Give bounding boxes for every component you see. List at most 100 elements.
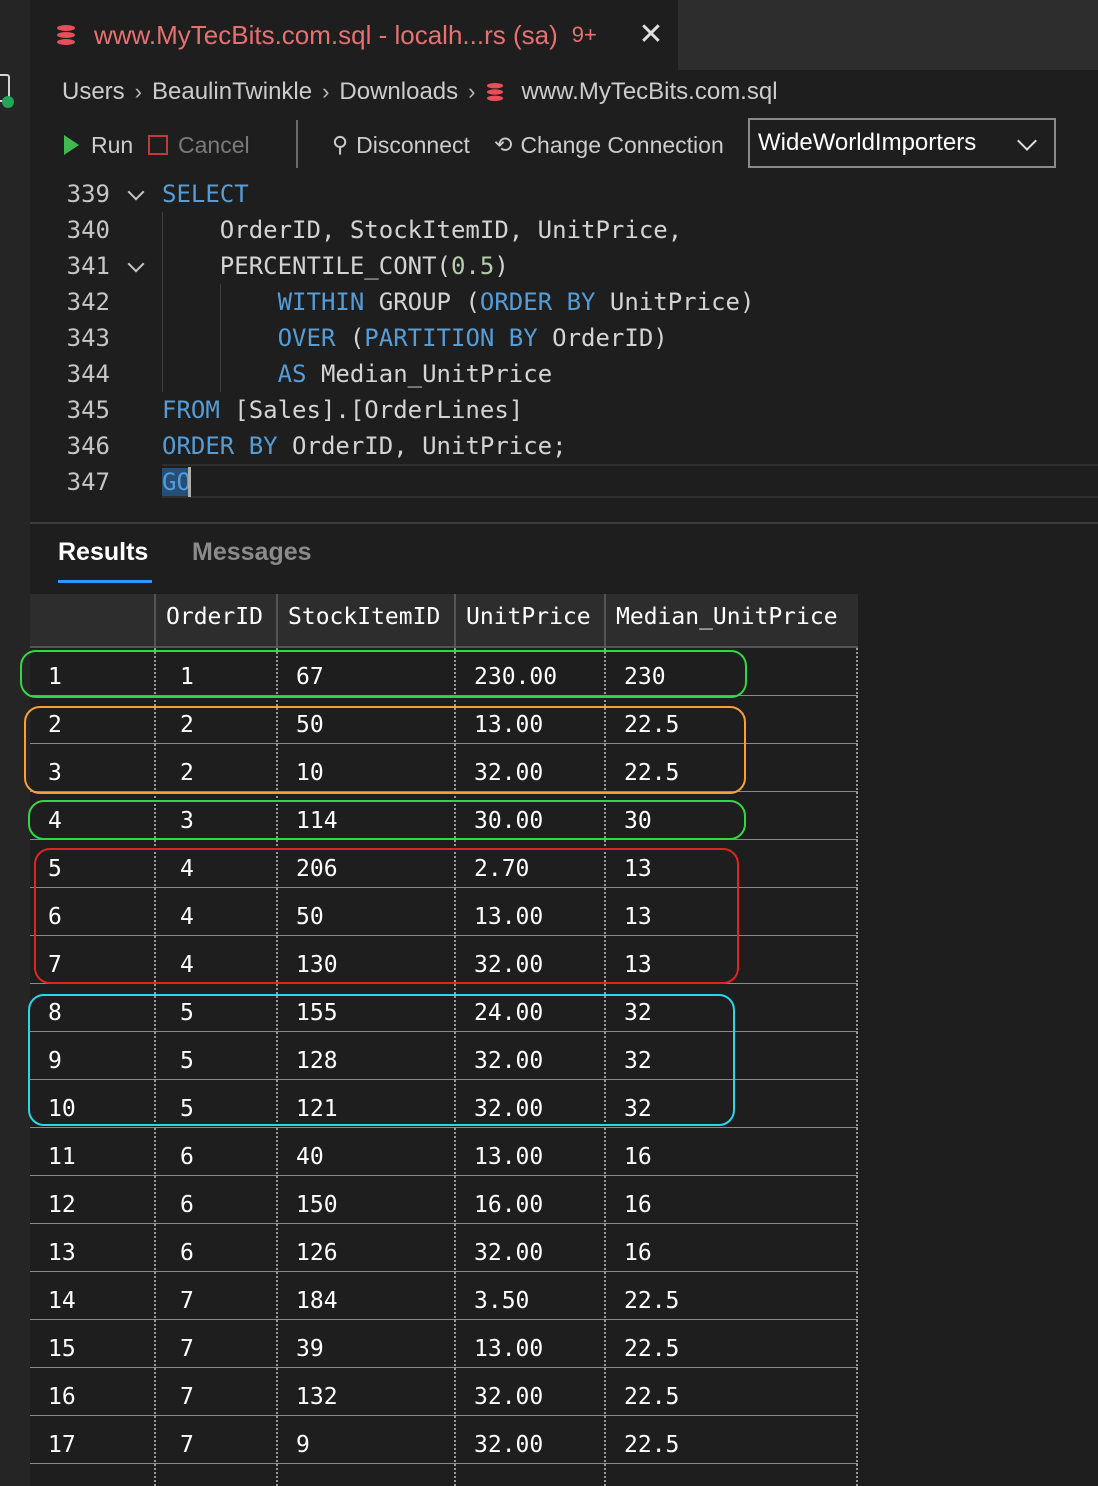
code-line[interactable]: 340 OrderID, StockItemID, UnitPrice, bbox=[30, 212, 1098, 248]
table-cell[interactable]: 230.00 bbox=[474, 664, 558, 690]
table-cell[interactable]: 126 bbox=[296, 1240, 338, 1266]
table-cell[interactable]: 50 bbox=[296, 712, 324, 738]
table-cell[interactable]: 39 bbox=[296, 1336, 324, 1362]
table-cell[interactable]: 50 bbox=[296, 904, 324, 930]
table-cell[interactable]: 132 bbox=[296, 1384, 338, 1410]
column-header[interactable] bbox=[30, 594, 154, 648]
table-cell[interactable]: 5 bbox=[180, 1048, 194, 1074]
run-button[interactable]: Run bbox=[64, 128, 133, 162]
table-cell[interactable]: 13.00 bbox=[474, 712, 544, 738]
column-header[interactable]: OrderID bbox=[154, 594, 276, 648]
table-cell[interactable]: 16 bbox=[624, 1240, 652, 1266]
table-cell[interactable]: 32.00 bbox=[474, 1048, 544, 1074]
table-cell[interactable]: 184 bbox=[296, 1288, 338, 1314]
table-cell[interactable]: 150 bbox=[296, 1192, 338, 1218]
table-cell[interactable]: 13 bbox=[624, 952, 652, 978]
table-cell[interactable]: 32.00 bbox=[474, 1384, 544, 1410]
cancel-button[interactable]: Cancel bbox=[148, 128, 250, 162]
tab-messages[interactable]: Messages bbox=[192, 538, 312, 566]
column-header[interactable]: UnitPrice bbox=[454, 594, 604, 648]
table-cell[interactable]: 32 bbox=[624, 1048, 652, 1074]
table-cell[interactable]: 10 bbox=[296, 760, 324, 786]
table-cell[interactable]: 30 bbox=[624, 808, 652, 834]
table-cell[interactable]: 4 bbox=[180, 904, 194, 930]
table-cell[interactable]: 155 bbox=[296, 1000, 338, 1026]
fold-chevron-icon[interactable] bbox=[127, 255, 145, 273]
code-line[interactable]: 343 OVER (PARTITION BY OrderID) bbox=[30, 320, 1098, 356]
table-cell[interactable]: 2 bbox=[180, 760, 194, 786]
fold-chevron-icon[interactable] bbox=[127, 183, 145, 201]
table-cell[interactable]: 121 bbox=[296, 1096, 338, 1122]
table-cell[interactable]: 30.00 bbox=[474, 808, 544, 834]
breadcrumb-item-user[interactable]: BeaulinTwinkle bbox=[152, 78, 313, 105]
table-cell[interactable]: 3.50 bbox=[474, 1288, 530, 1314]
table-cell[interactable]: 67 bbox=[296, 664, 324, 690]
table-cell[interactable]: 4 bbox=[180, 952, 194, 978]
table-cell[interactable]: 6 bbox=[180, 1192, 194, 1218]
table-cell[interactable]: 22.5 bbox=[624, 1432, 680, 1458]
table-cell[interactable]: 13.00 bbox=[474, 1144, 544, 1170]
table-cell[interactable]: 3 bbox=[180, 808, 194, 834]
table-cell[interactable]: 1 bbox=[180, 664, 194, 690]
table-cell[interactable]: 22.5 bbox=[624, 1384, 680, 1410]
table-cell[interactable]: 24.00 bbox=[474, 1000, 544, 1026]
table-cell[interactable]: 32.00 bbox=[474, 1096, 544, 1122]
table-cell[interactable]: 9 bbox=[296, 1432, 310, 1458]
table-cell[interactable]: 128 bbox=[296, 1048, 338, 1074]
table-cell[interactable]: 22.5 bbox=[624, 760, 680, 786]
table-cell[interactable]: 5 bbox=[180, 1000, 194, 1026]
table-cell[interactable]: 40 bbox=[296, 1144, 324, 1170]
table-cell[interactable]: 230 bbox=[624, 664, 666, 690]
column-header[interactable]: Median_UnitPrice bbox=[604, 594, 858, 648]
table-cell[interactable]: 32 bbox=[624, 1096, 652, 1122]
table-cell[interactable]: 13 bbox=[624, 856, 652, 882]
disconnect-button[interactable]: ⚲ Disconnect bbox=[332, 128, 470, 162]
code-line[interactable]: 341 PERCENTILE_CONT(0.5) bbox=[30, 248, 1098, 284]
tab-results[interactable]: Results bbox=[58, 538, 149, 566]
table-cell[interactable]: 22.5 bbox=[624, 1288, 680, 1314]
table-cell[interactable]: 2 bbox=[180, 712, 194, 738]
breadcrumb-item-users[interactable]: Users bbox=[62, 78, 125, 105]
table-cell[interactable]: 130 bbox=[296, 952, 338, 978]
table-cell[interactable]: 16 bbox=[624, 1192, 652, 1218]
table-cell[interactable]: 7 bbox=[180, 1384, 194, 1410]
table-cell[interactable]: 32.00 bbox=[474, 1432, 544, 1458]
table-cell[interactable]: 32 bbox=[624, 1000, 652, 1026]
table-cell[interactable]: 32.00 bbox=[474, 760, 544, 786]
table-cell[interactable]: 16.00 bbox=[474, 1192, 544, 1218]
breadcrumb-item-downloads[interactable]: Downloads bbox=[339, 78, 459, 105]
table-cell[interactable]: 22.5 bbox=[624, 712, 680, 738]
table-cell[interactable]: 7 bbox=[180, 1336, 194, 1362]
code-line[interactable]: 342 WITHIN GROUP (ORDER BY UnitPrice) bbox=[30, 284, 1098, 320]
table-cell[interactable]: 22.5 bbox=[624, 1336, 680, 1362]
table-cell[interactable]: 5 bbox=[180, 1096, 194, 1122]
column-header[interactable]: StockItemID bbox=[276, 594, 454, 648]
table-cell[interactable]: 7 bbox=[180, 1432, 194, 1458]
change-connection-button[interactable]: ⟲ Change Connection bbox=[494, 128, 724, 162]
table-cell[interactable]: 114 bbox=[296, 808, 338, 834]
code-line[interactable]: 344 AS Median_UnitPrice bbox=[30, 356, 1098, 392]
table-cell[interactable]: 6 bbox=[180, 1240, 194, 1266]
table-cell[interactable]: 13 bbox=[624, 904, 652, 930]
table-cell[interactable]: 6 bbox=[180, 1144, 194, 1170]
database-select[interactable]: WideWorldImporters bbox=[748, 118, 1056, 168]
table-cell[interactable]: 13.00 bbox=[474, 1336, 544, 1362]
table-cell[interactable]: 16 bbox=[624, 1144, 652, 1170]
editor-tab[interactable]: www.MyTecBits.com.sql - localh...rs (sa)… bbox=[30, 0, 678, 70]
